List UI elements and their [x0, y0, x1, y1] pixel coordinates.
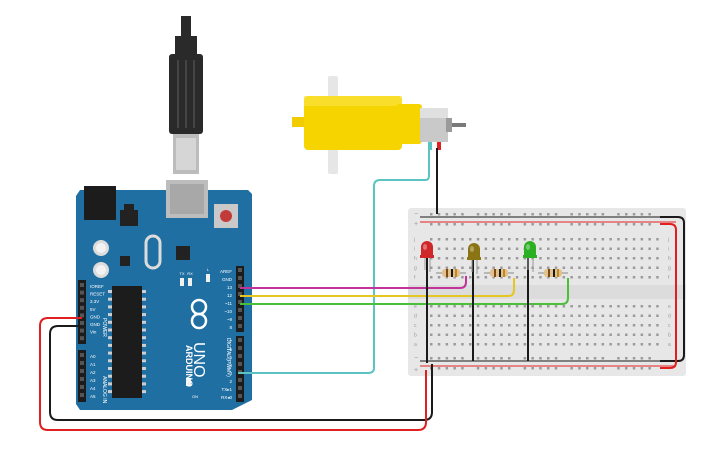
row-letter: i: [414, 247, 415, 253]
rail-minus-top: −: [414, 211, 418, 218]
wires: [39, 148, 685, 431]
power-header: [78, 280, 86, 344]
row-letter: e: [414, 304, 417, 310]
pin-label: GND: [90, 322, 101, 327]
pin-label: A2: [90, 370, 96, 375]
pin-label: 5V: [90, 307, 96, 312]
pin-label: 2: [229, 379, 232, 384]
row-letter: d: [414, 314, 417, 320]
resistor: [436, 269, 466, 277]
analog-header-label: ANALOG IN: [101, 376, 107, 404]
row-letter: f: [668, 275, 670, 281]
digital-header-top: [236, 266, 244, 332]
yellow-led: [467, 243, 481, 274]
row-letter: c: [414, 323, 417, 329]
pin-label: A1: [90, 362, 96, 367]
pin-label: GND: [222, 277, 233, 282]
l-label: L: [207, 267, 210, 272]
leds: [420, 241, 537, 274]
brand-label: ARDUINO: [184, 345, 194, 387]
model-label: UNO: [190, 342, 207, 378]
row-letter: h: [414, 256, 417, 262]
red-led: [420, 241, 434, 272]
row-letter: d: [668, 314, 671, 320]
pin-label: 7: [229, 339, 232, 344]
pin-label: AREF: [220, 269, 232, 274]
green-led: [523, 241, 537, 272]
pin-label: ~9: [227, 317, 233, 322]
arduino-board: TX RX L ON ARDUINO UNO POWER ANALOG IN D…: [76, 180, 252, 410]
pin-label: A4: [90, 386, 96, 391]
analog-header: [78, 350, 86, 402]
row-letter: h: [668, 256, 671, 262]
pin-label: 4: [229, 363, 232, 368]
microcontroller-chip: [112, 286, 142, 398]
rail-plus-top: +: [414, 221, 418, 228]
pin-label: ~10: [224, 309, 232, 314]
green-wire: [240, 278, 569, 305]
pin-label: ~5: [227, 355, 233, 360]
row-letter: g: [414, 266, 417, 272]
pin-label: A3: [90, 378, 96, 383]
pin-label: ~11: [225, 301, 233, 306]
pin-label: A5: [90, 394, 96, 399]
pin-label: TX▸1: [221, 387, 232, 392]
pin-label: ~3: [227, 371, 233, 376]
row-letter: b: [414, 333, 417, 339]
rail-minus-bottom: −: [414, 355, 418, 362]
row-letter: f: [414, 275, 416, 281]
pin-label: 8: [229, 325, 232, 330]
dc-motor: [292, 76, 466, 174]
row-letter: j: [413, 237, 415, 243]
pin-label: A0: [90, 354, 96, 359]
row-letter: g: [668, 266, 671, 272]
on-label: ON: [192, 394, 198, 399]
pin-label: RESET: [90, 292, 105, 297]
resistors: [436, 269, 568, 277]
yellow-wire: [240, 278, 515, 297]
rail-link-black: [660, 216, 685, 362]
pin-label: 12: [227, 293, 233, 298]
resistor: [484, 269, 514, 277]
gnd-black-wire: [49, 325, 433, 421]
row-letter: a: [668, 342, 671, 348]
pin-label: ~6: [227, 347, 233, 352]
resistor: [538, 269, 568, 277]
rx-label: RX: [187, 271, 193, 276]
row-letter: e: [668, 304, 671, 310]
pin-label: RX◂0: [221, 395, 233, 400]
row-letter: c: [668, 323, 671, 329]
row-letter: j: [667, 237, 669, 243]
tx-label: TX: [179, 271, 184, 276]
power-jack: [84, 186, 116, 220]
5v-red-wire: [39, 317, 427, 431]
power-header-label: POWER: [101, 318, 107, 337]
magenta-wire: [240, 276, 467, 289]
pin-label: 3.3V: [90, 299, 99, 304]
reset-button[interactable]: [214, 204, 238, 228]
teal-wire: [238, 148, 430, 374]
rail-plus-bottom: +: [414, 367, 418, 374]
crystal: [144, 234, 162, 270]
pin-label: 13: [227, 285, 233, 290]
rail-link-red: [660, 223, 677, 369]
pin-label: IOREF: [90, 284, 104, 289]
row-letter: a: [414, 342, 417, 348]
usb-cable: [169, 16, 203, 174]
row-letter: i: [668, 247, 669, 253]
pin-label: GND: [90, 314, 101, 319]
pin-label: Vin: [90, 330, 97, 335]
row-letter: b: [668, 333, 671, 339]
digital-header-bottom: [236, 336, 244, 402]
digital-header-label: DIGITAL (PWM~): [225, 338, 231, 377]
